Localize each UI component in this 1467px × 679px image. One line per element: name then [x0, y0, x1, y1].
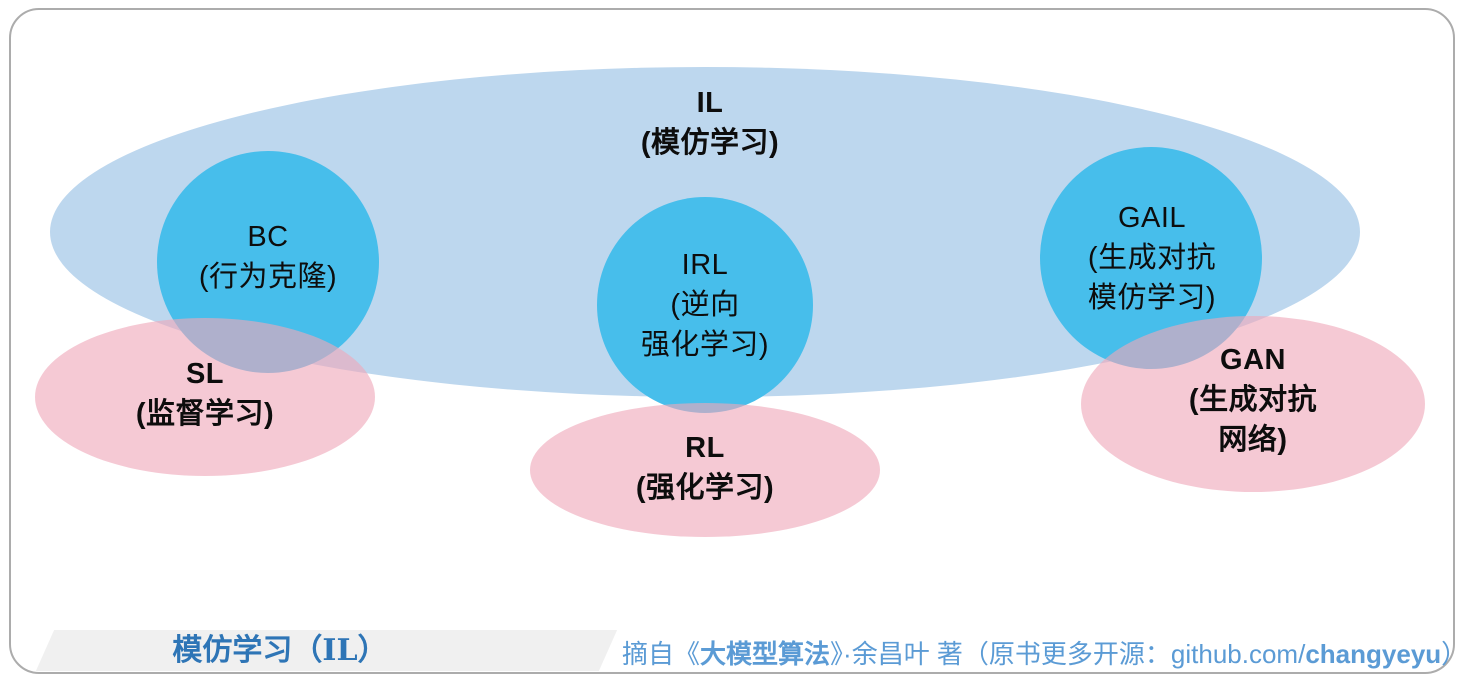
bc-name: (行为克隆) [198, 261, 338, 293]
rl-label: RL (强化学习) [555, 428, 855, 508]
bc-label: BC (行为克隆) [118, 217, 418, 297]
il-abbr: IL [696, 87, 724, 119]
gail-name-1: (生成对抗 [1087, 242, 1217, 274]
il-name: (模仿学习) [640, 127, 780, 159]
sl-label: SL (监督学习) [55, 354, 355, 434]
rl-abbr: RL [685, 432, 725, 464]
caption-title: 模仿学习（IL） [172, 633, 388, 668]
gail-label: GAIL (生成对抗 模仿学习) [1002, 198, 1302, 318]
irl-label: IRL (逆向 强化学习) [555, 245, 855, 365]
gail-name-2: 模仿学习) [1087, 282, 1217, 314]
attribution-seg-5: ） [1441, 639, 1467, 669]
gan-label: GAN (生成对抗 网络) [1103, 340, 1403, 460]
sl-abbr: SL [185, 358, 225, 390]
sl-name: (监督学习) [135, 398, 275, 430]
irl-abbr: IRL [681, 249, 729, 281]
irl-set-circle [597, 197, 813, 413]
outer-rounded-border [9, 8, 1455, 674]
attribution-seg-1: 摘自《 [622, 639, 701, 669]
gan-name-2: 网络) [1218, 424, 1288, 456]
gail-abbr: GAIL [1117, 202, 1187, 234]
gan-set-ellipse [1081, 316, 1425, 492]
bc-abbr: BC [247, 221, 289, 253]
irl-name-1: (逆向 [670, 289, 740, 321]
attribution-seg-3: 》·余昌叶 著（原书更多开源：github.com/ [830, 639, 1306, 669]
sl-set-ellipse [35, 318, 375, 476]
il-label: IL (模仿学习) [560, 83, 860, 163]
gan-abbr: GAN [1220, 344, 1286, 376]
rl-set-ellipse [530, 403, 880, 537]
attribution-github-handle: changyeyu [1305, 639, 1442, 669]
rl-name: (强化学习) [635, 472, 775, 504]
attribution-book-title: 大模型算法 [700, 639, 831, 669]
irl-name-2: 强化学习) [640, 329, 770, 361]
attribution-text: 摘自《大模型算法》·余昌叶 著（原书更多开源：github.com/changy… [622, 637, 1467, 671]
gan-name-1: (生成对抗 [1188, 384, 1318, 416]
